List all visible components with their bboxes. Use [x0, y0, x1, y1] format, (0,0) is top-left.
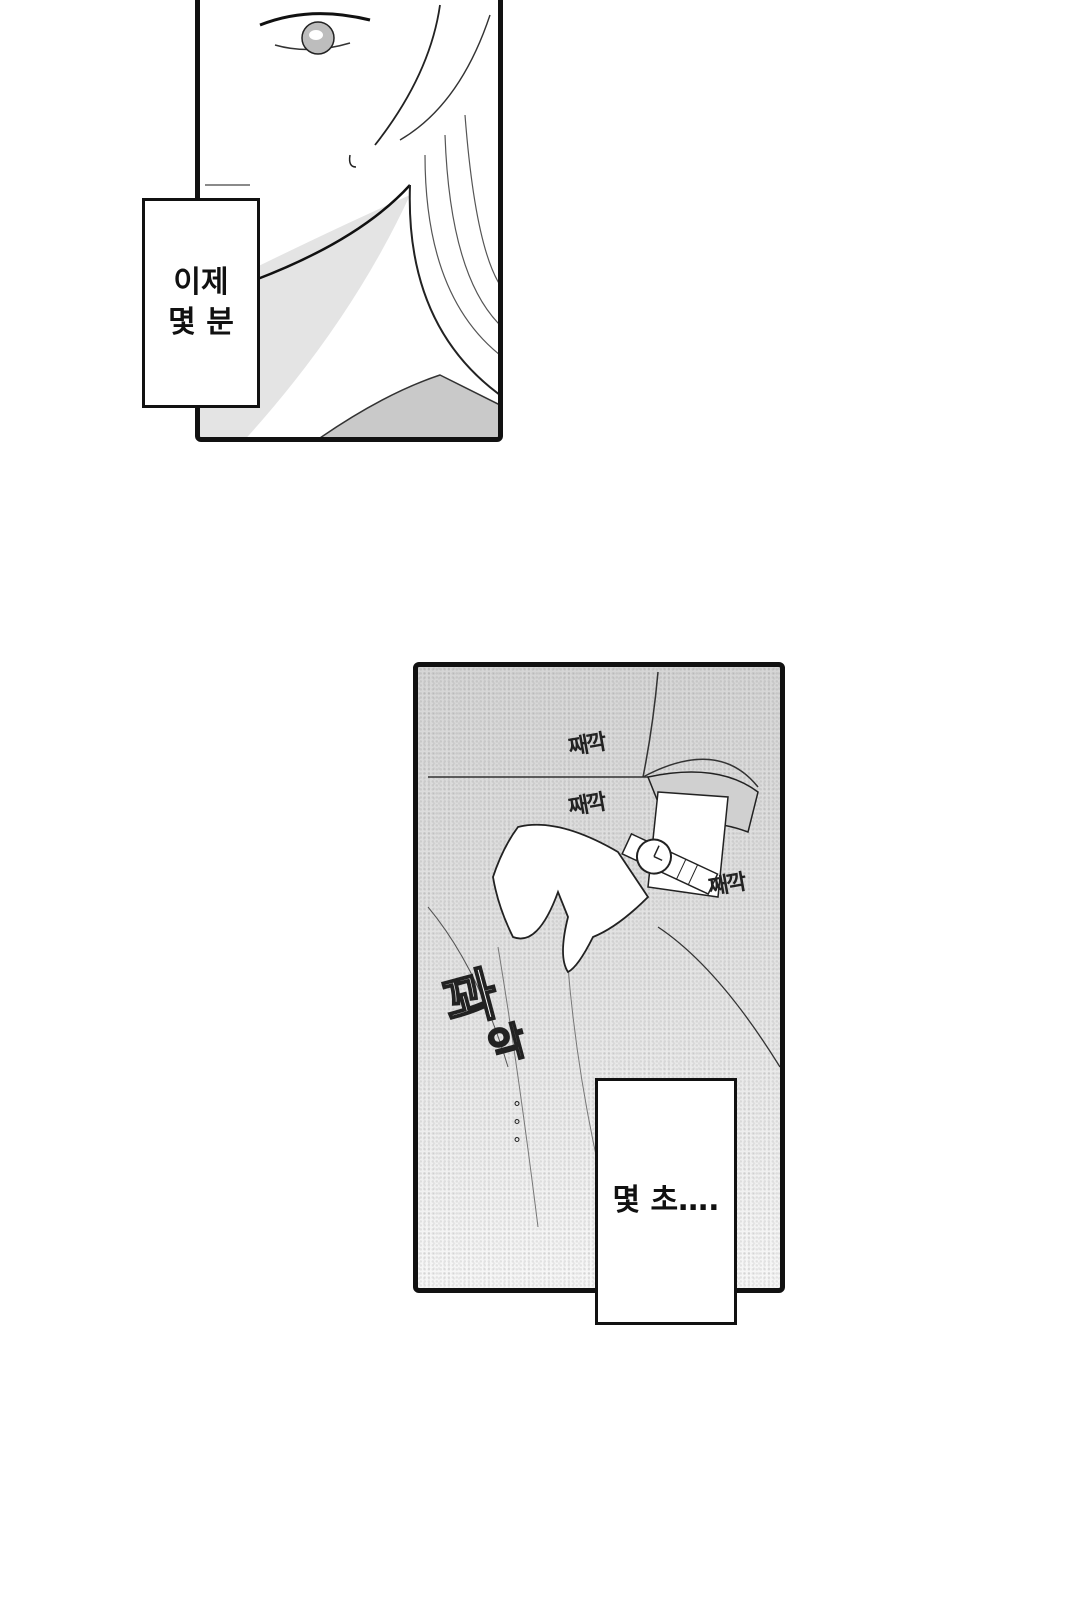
caption-line-1: 이제 [173, 264, 229, 300]
sfx-tick-2: 째깍 [566, 788, 607, 821]
caption-text: 몇 초…. [612, 1183, 720, 1219]
sfx-trail-dots: °°° [513, 1098, 521, 1153]
narration-box-seconds-left: 몇 초…. [595, 1078, 737, 1325]
sfx-tick-1: 째깍 [566, 728, 607, 761]
sfx-tick-3: 째깍 [706, 868, 747, 901]
caption-line-2: 몇 분 [168, 305, 234, 340]
narration-box-minutes-left: 이제 몇 분 [142, 198, 260, 408]
hand-watch-illustration [427, 671, 780, 1228]
